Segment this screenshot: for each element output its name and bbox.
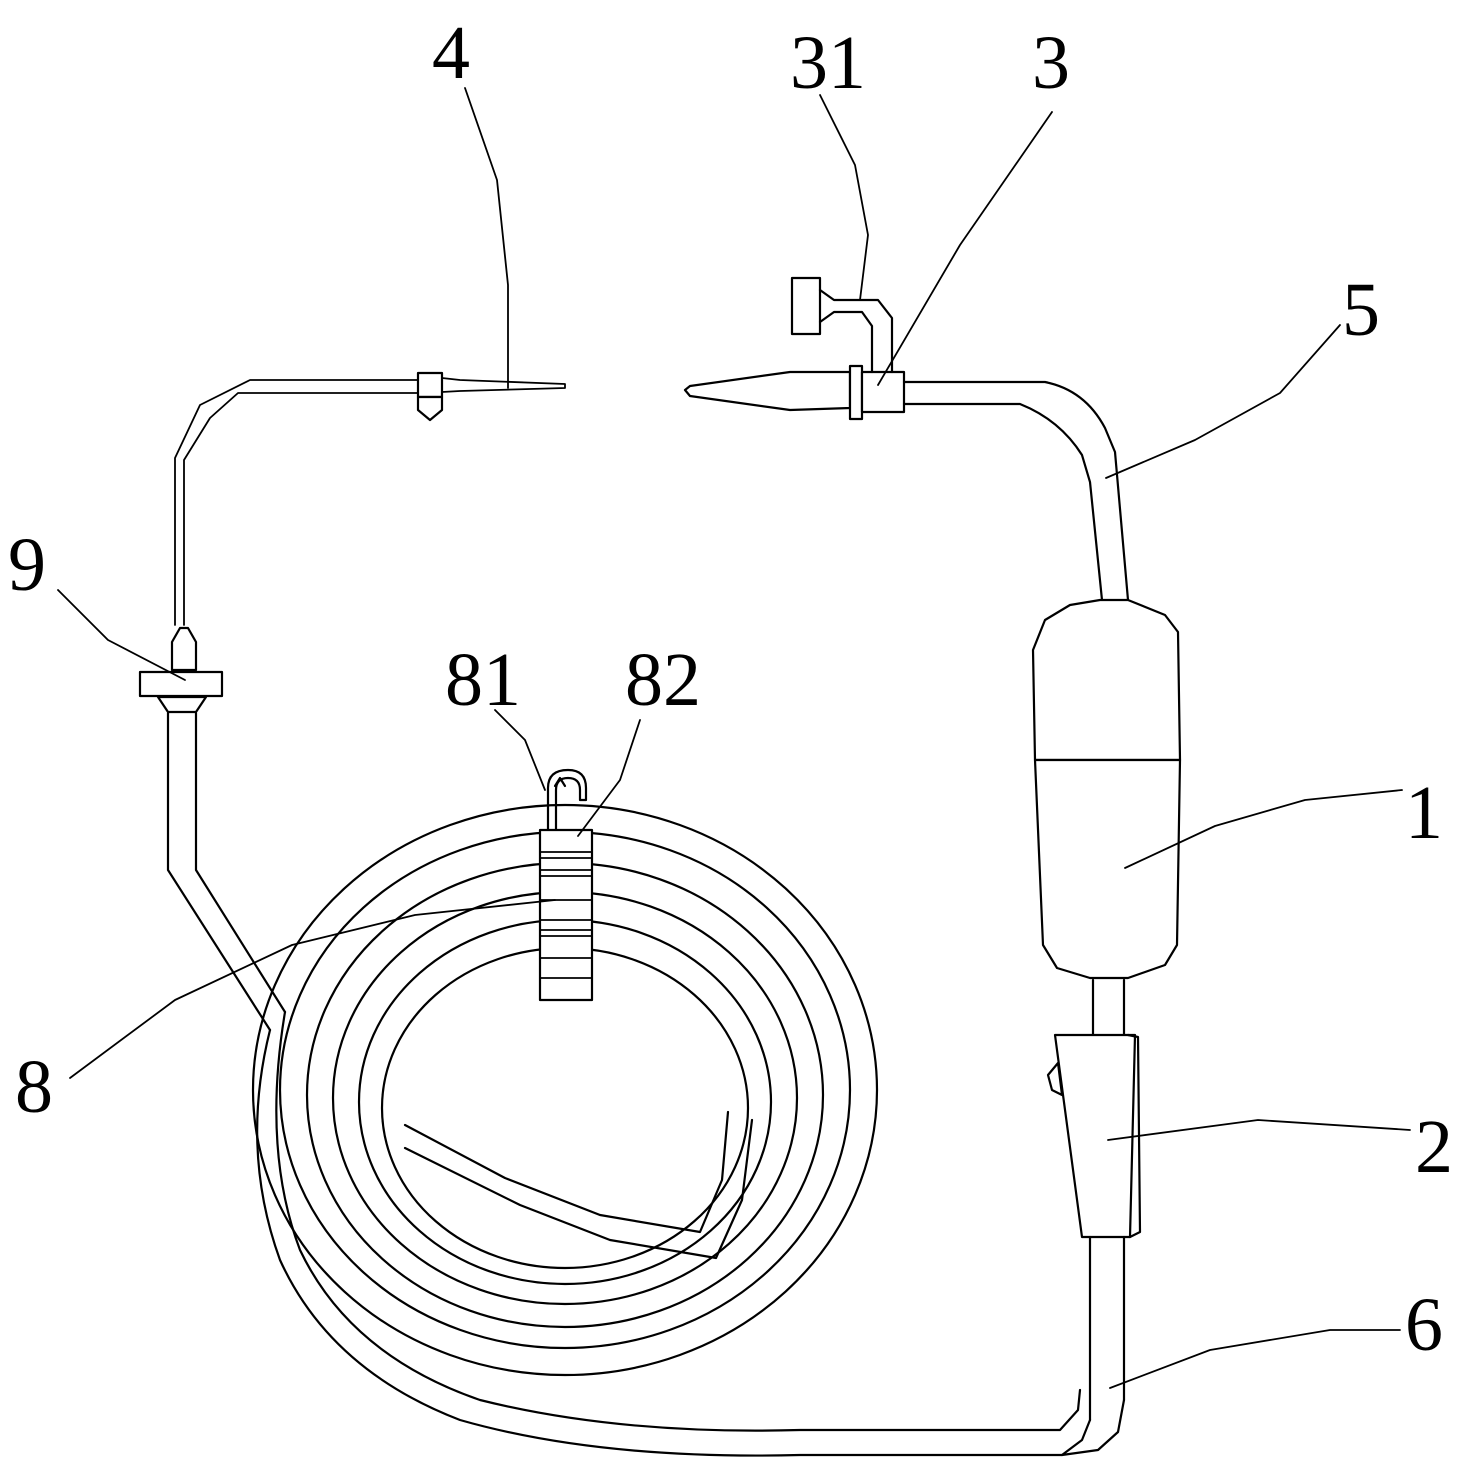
connector-part-9	[138, 626, 224, 714]
label-4: 4	[432, 11, 470, 95]
label-82: 82	[625, 638, 701, 722]
drip-chamber-part-1	[1031, 598, 1182, 980]
coiled-tube-part-8	[251, 803, 1092, 1457]
tube-left-lower	[166, 711, 287, 1032]
flow-regulator-part-2	[1046, 1033, 1142, 1239]
label-31: 31	[790, 21, 866, 105]
needle-part-4	[416, 371, 566, 422]
leader-lines	[57, 87, 1411, 1389]
hanger-clip-part-81-82	[538, 768, 594, 1002]
label-8: 8	[15, 1045, 53, 1129]
label-9: 9	[8, 523, 46, 607]
label-2: 2	[1415, 1105, 1453, 1189]
label-1: 1	[1405, 771, 1443, 855]
tube-part-6	[1060, 1235, 1126, 1457]
label-3: 3	[1032, 21, 1070, 105]
part-labels: 4 31 3 5 1 2 6 9 81 82 8	[8, 11, 1453, 1367]
label-5: 5	[1342, 268, 1380, 352]
label-6: 6	[1405, 1283, 1443, 1367]
tube-part-5	[902, 380, 1130, 602]
tube-upper-left	[174, 379, 419, 626]
label-81: 81	[445, 638, 521, 722]
spike-part-3	[683, 276, 906, 421]
tube-mid-right	[1091, 978, 1126, 1037]
